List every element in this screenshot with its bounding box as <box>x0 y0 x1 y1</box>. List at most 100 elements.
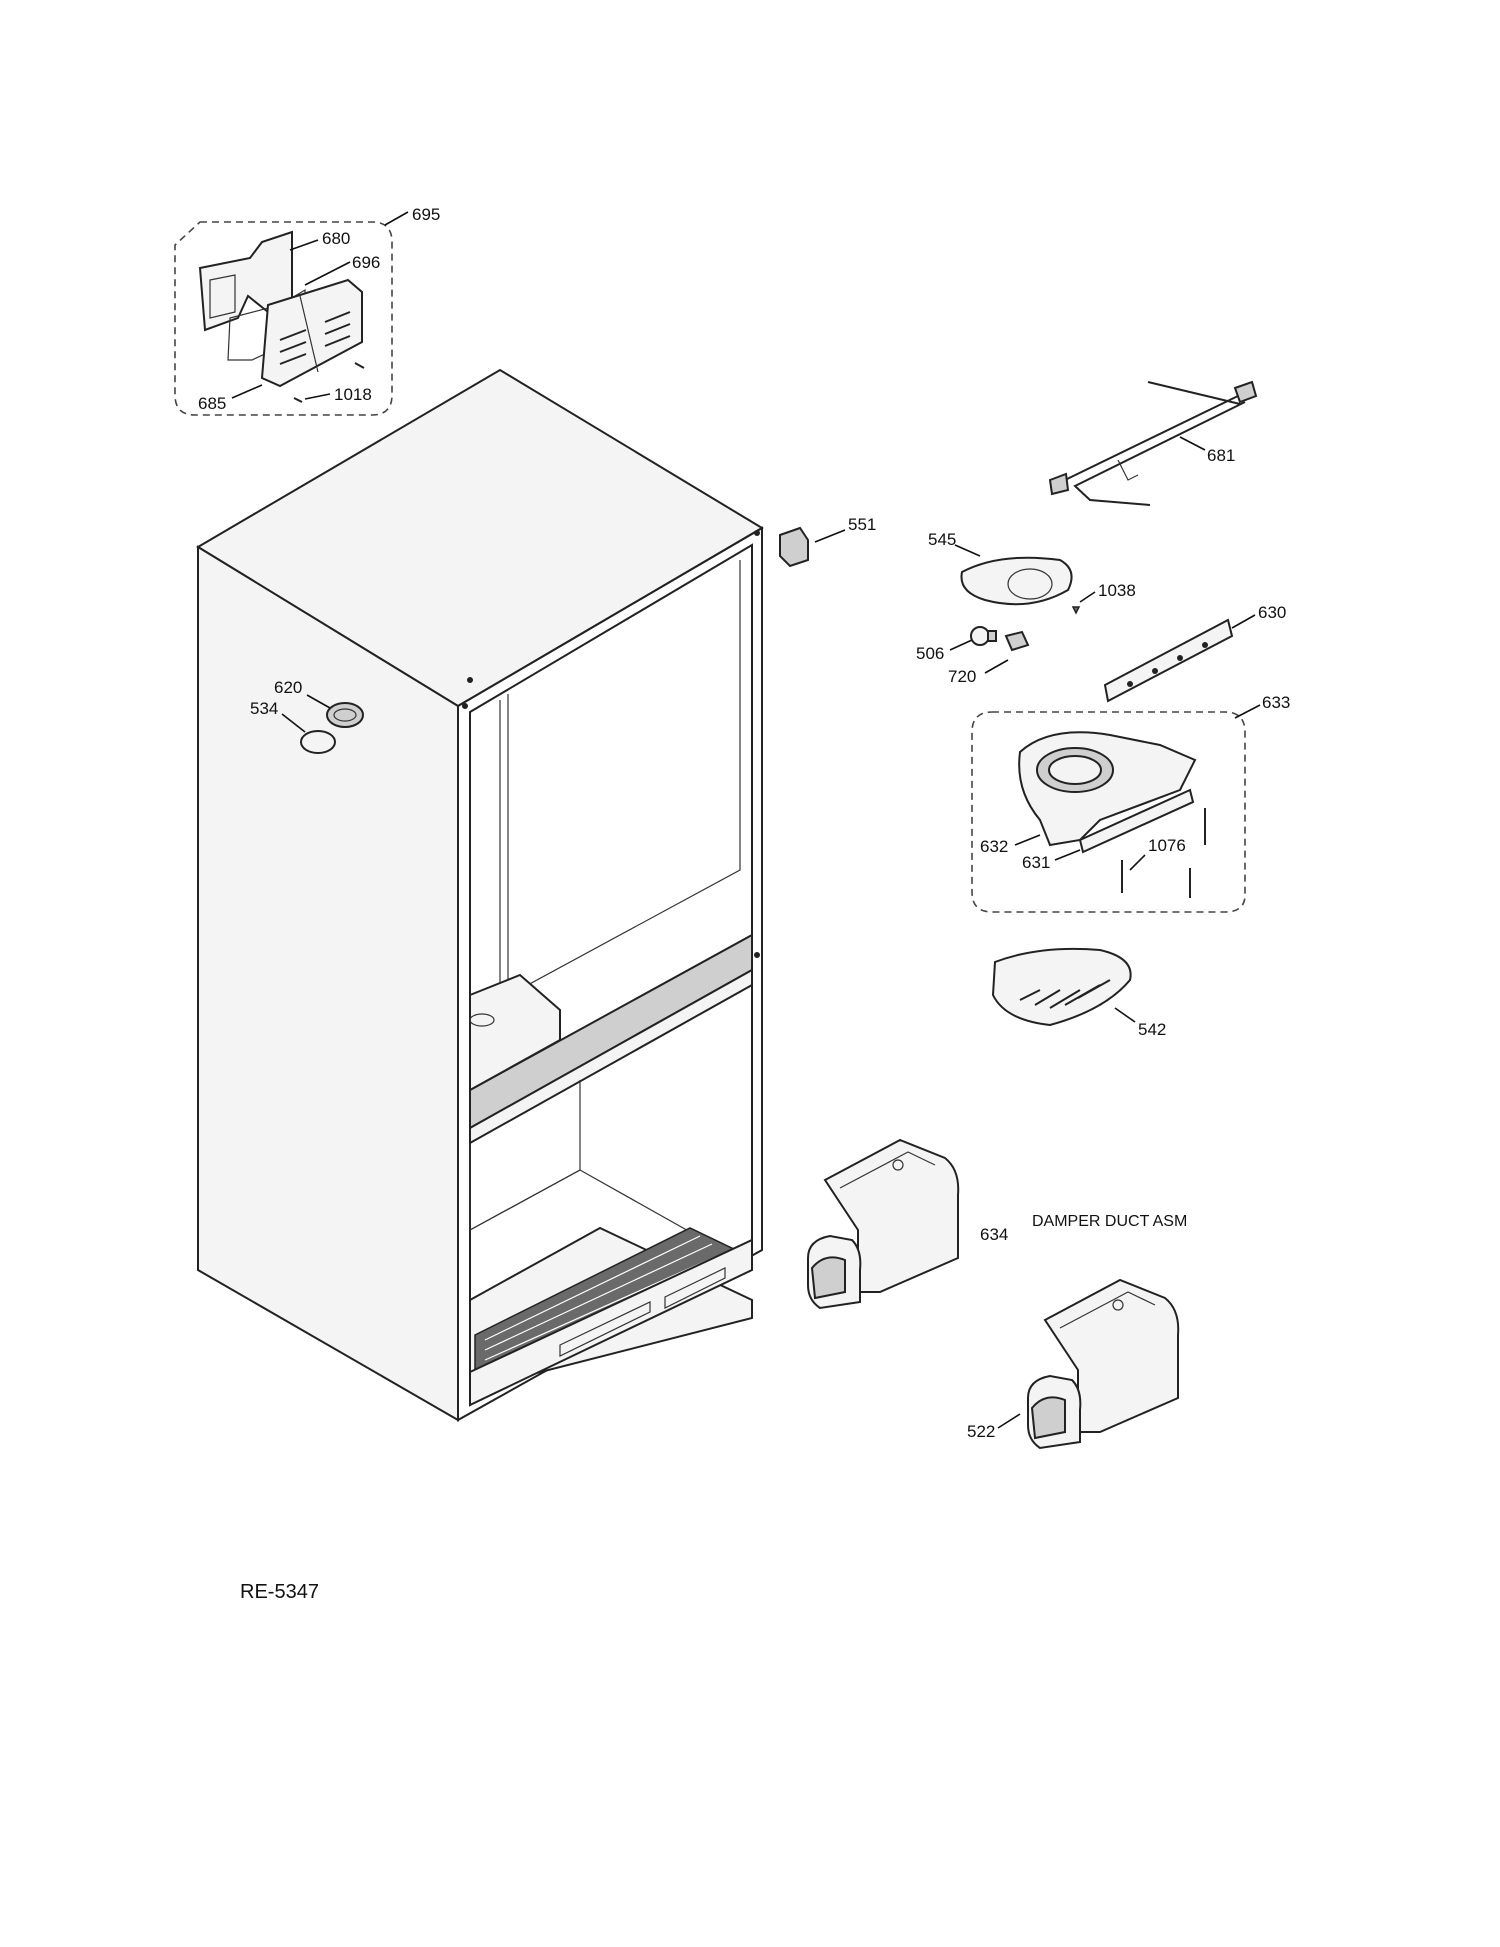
corner-dot <box>467 677 473 683</box>
corner-dot <box>462 703 468 709</box>
leader-632 <box>1014 834 1041 846</box>
part-545-lens <box>1007 568 1053 600</box>
leader-1018 <box>304 393 331 400</box>
control-housing-group-633: 633 632 631 1076 <box>971 693 1290 913</box>
label-1018: 1018 <box>334 385 372 404</box>
part-634-rim <box>839 1151 936 1189</box>
part-630 <box>1103 618 1234 703</box>
damper-duct-634: 634 <box>807 1138 1008 1310</box>
drawing-id: RE-5347 <box>240 1581 319 1603</box>
part-631 <box>1078 788 1195 854</box>
label-630: 630 <box>1258 603 1286 622</box>
label-685: 685 <box>198 394 226 413</box>
leader-1038 <box>1079 591 1096 603</box>
label-551: 551 <box>848 515 876 534</box>
leader-506 <box>949 639 973 651</box>
part-506 <box>970 626 990 646</box>
wire-harness-681: 681 <box>1048 380 1258 506</box>
leader-696 <box>304 261 351 286</box>
side-light-620-534: 620 534 <box>250 678 364 754</box>
harness-connector-right <box>1233 380 1258 404</box>
group-outline-633 <box>971 711 1246 913</box>
group-outline-695 <box>174 221 393 416</box>
part-534 <box>300 730 336 754</box>
corner-dot <box>754 952 760 958</box>
front-bottom-rail <box>469 1238 753 1407</box>
part-545 <box>960 556 1073 606</box>
label-1038: 1038 <box>1098 581 1136 600</box>
label-695: 695 <box>412 205 440 224</box>
part-522-outlet-inner <box>1030 1396 1066 1440</box>
part-634-hole <box>892 1159 904 1171</box>
leader-522 <box>997 1413 1021 1429</box>
cover-seam <box>299 295 319 373</box>
label-545: 545 <box>928 530 956 549</box>
refrigerator-cabinet <box>196 368 764 1422</box>
rail-slot-2 <box>664 1267 726 1309</box>
leader-633 <box>1234 704 1261 719</box>
liner-back-upper <box>499 560 741 1002</box>
harness-wire-b <box>1059 394 1241 489</box>
cover-vents <box>279 311 351 365</box>
part-542 <box>991 947 1132 1027</box>
part-522-rim <box>1059 1291 1156 1329</box>
label-634: 634 <box>980 1225 1008 1244</box>
light-housing-545: 545 <box>928 530 1073 606</box>
corner-dot <box>754 530 760 536</box>
leader-620 <box>306 694 331 709</box>
part-551 <box>779 526 809 568</box>
label-633: 633 <box>1262 693 1290 712</box>
label-632: 632 <box>980 837 1008 856</box>
label-631: 631 <box>1022 853 1050 872</box>
leader-680 <box>289 239 319 251</box>
label-681: 681 <box>1207 446 1235 465</box>
bulb-506-socket-720: 506 720 <box>916 626 1030 686</box>
label-680: 680 <box>322 229 350 248</box>
leader-695 <box>384 211 409 226</box>
harness-connector-left <box>1048 472 1070 496</box>
fresh-food-duct <box>469 973 561 1092</box>
screw-1018-a <box>354 362 365 369</box>
part-506-base <box>987 630 997 642</box>
harness-wire-a <box>1147 381 1241 405</box>
label-542: 542 <box>1138 1020 1166 1039</box>
part-634-outlet-inner <box>810 1256 846 1300</box>
part-542-vents <box>1019 979 1111 1009</box>
leader-681 <box>1179 436 1206 451</box>
leader-630 <box>1231 614 1256 629</box>
part-522-hole <box>1112 1299 1124 1311</box>
screw-1038: 1038 <box>1071 581 1136 615</box>
harness-clip <box>1117 459 1139 481</box>
leader-720 <box>984 659 1009 674</box>
part-685-cover <box>260 278 363 388</box>
cabinet-front-frame <box>457 526 763 1422</box>
label-620: 620 <box>274 678 302 697</box>
base-cover-542: 542 <box>991 947 1166 1039</box>
leader-631 <box>1054 849 1081 861</box>
label-506: 506 <box>916 644 944 663</box>
cover-assembly-group-695: 695 680 696 685 1018 <box>174 205 440 416</box>
duct-opening <box>469 1013 495 1027</box>
damper-duct-asm-label: DAMPER DUCT ASM <box>1032 1213 1187 1230</box>
rail-slot-1 <box>559 1301 651 1357</box>
part-720 <box>1004 630 1030 652</box>
part-620 <box>326 702 364 728</box>
label-720: 720 <box>948 667 976 686</box>
label-696: 696 <box>352 253 380 272</box>
switch-551: 551 <box>779 515 876 568</box>
leader-1076 <box>1129 854 1146 871</box>
part-632-ring <box>1048 755 1102 785</box>
leader-685 <box>231 384 263 399</box>
mullion-lower-edge <box>469 968 753 1145</box>
leader-534 <box>281 713 306 733</box>
harness-wire-c <box>1073 401 1246 506</box>
label-534: 534 <box>250 699 278 718</box>
part-1038 <box>1071 606 1081 615</box>
label-522: 522 <box>967 1422 995 1441</box>
part-620-inner <box>333 708 357 722</box>
leader-545 <box>954 544 981 557</box>
leader-551 <box>814 529 846 543</box>
label-1076: 1076 <box>1148 836 1186 855</box>
